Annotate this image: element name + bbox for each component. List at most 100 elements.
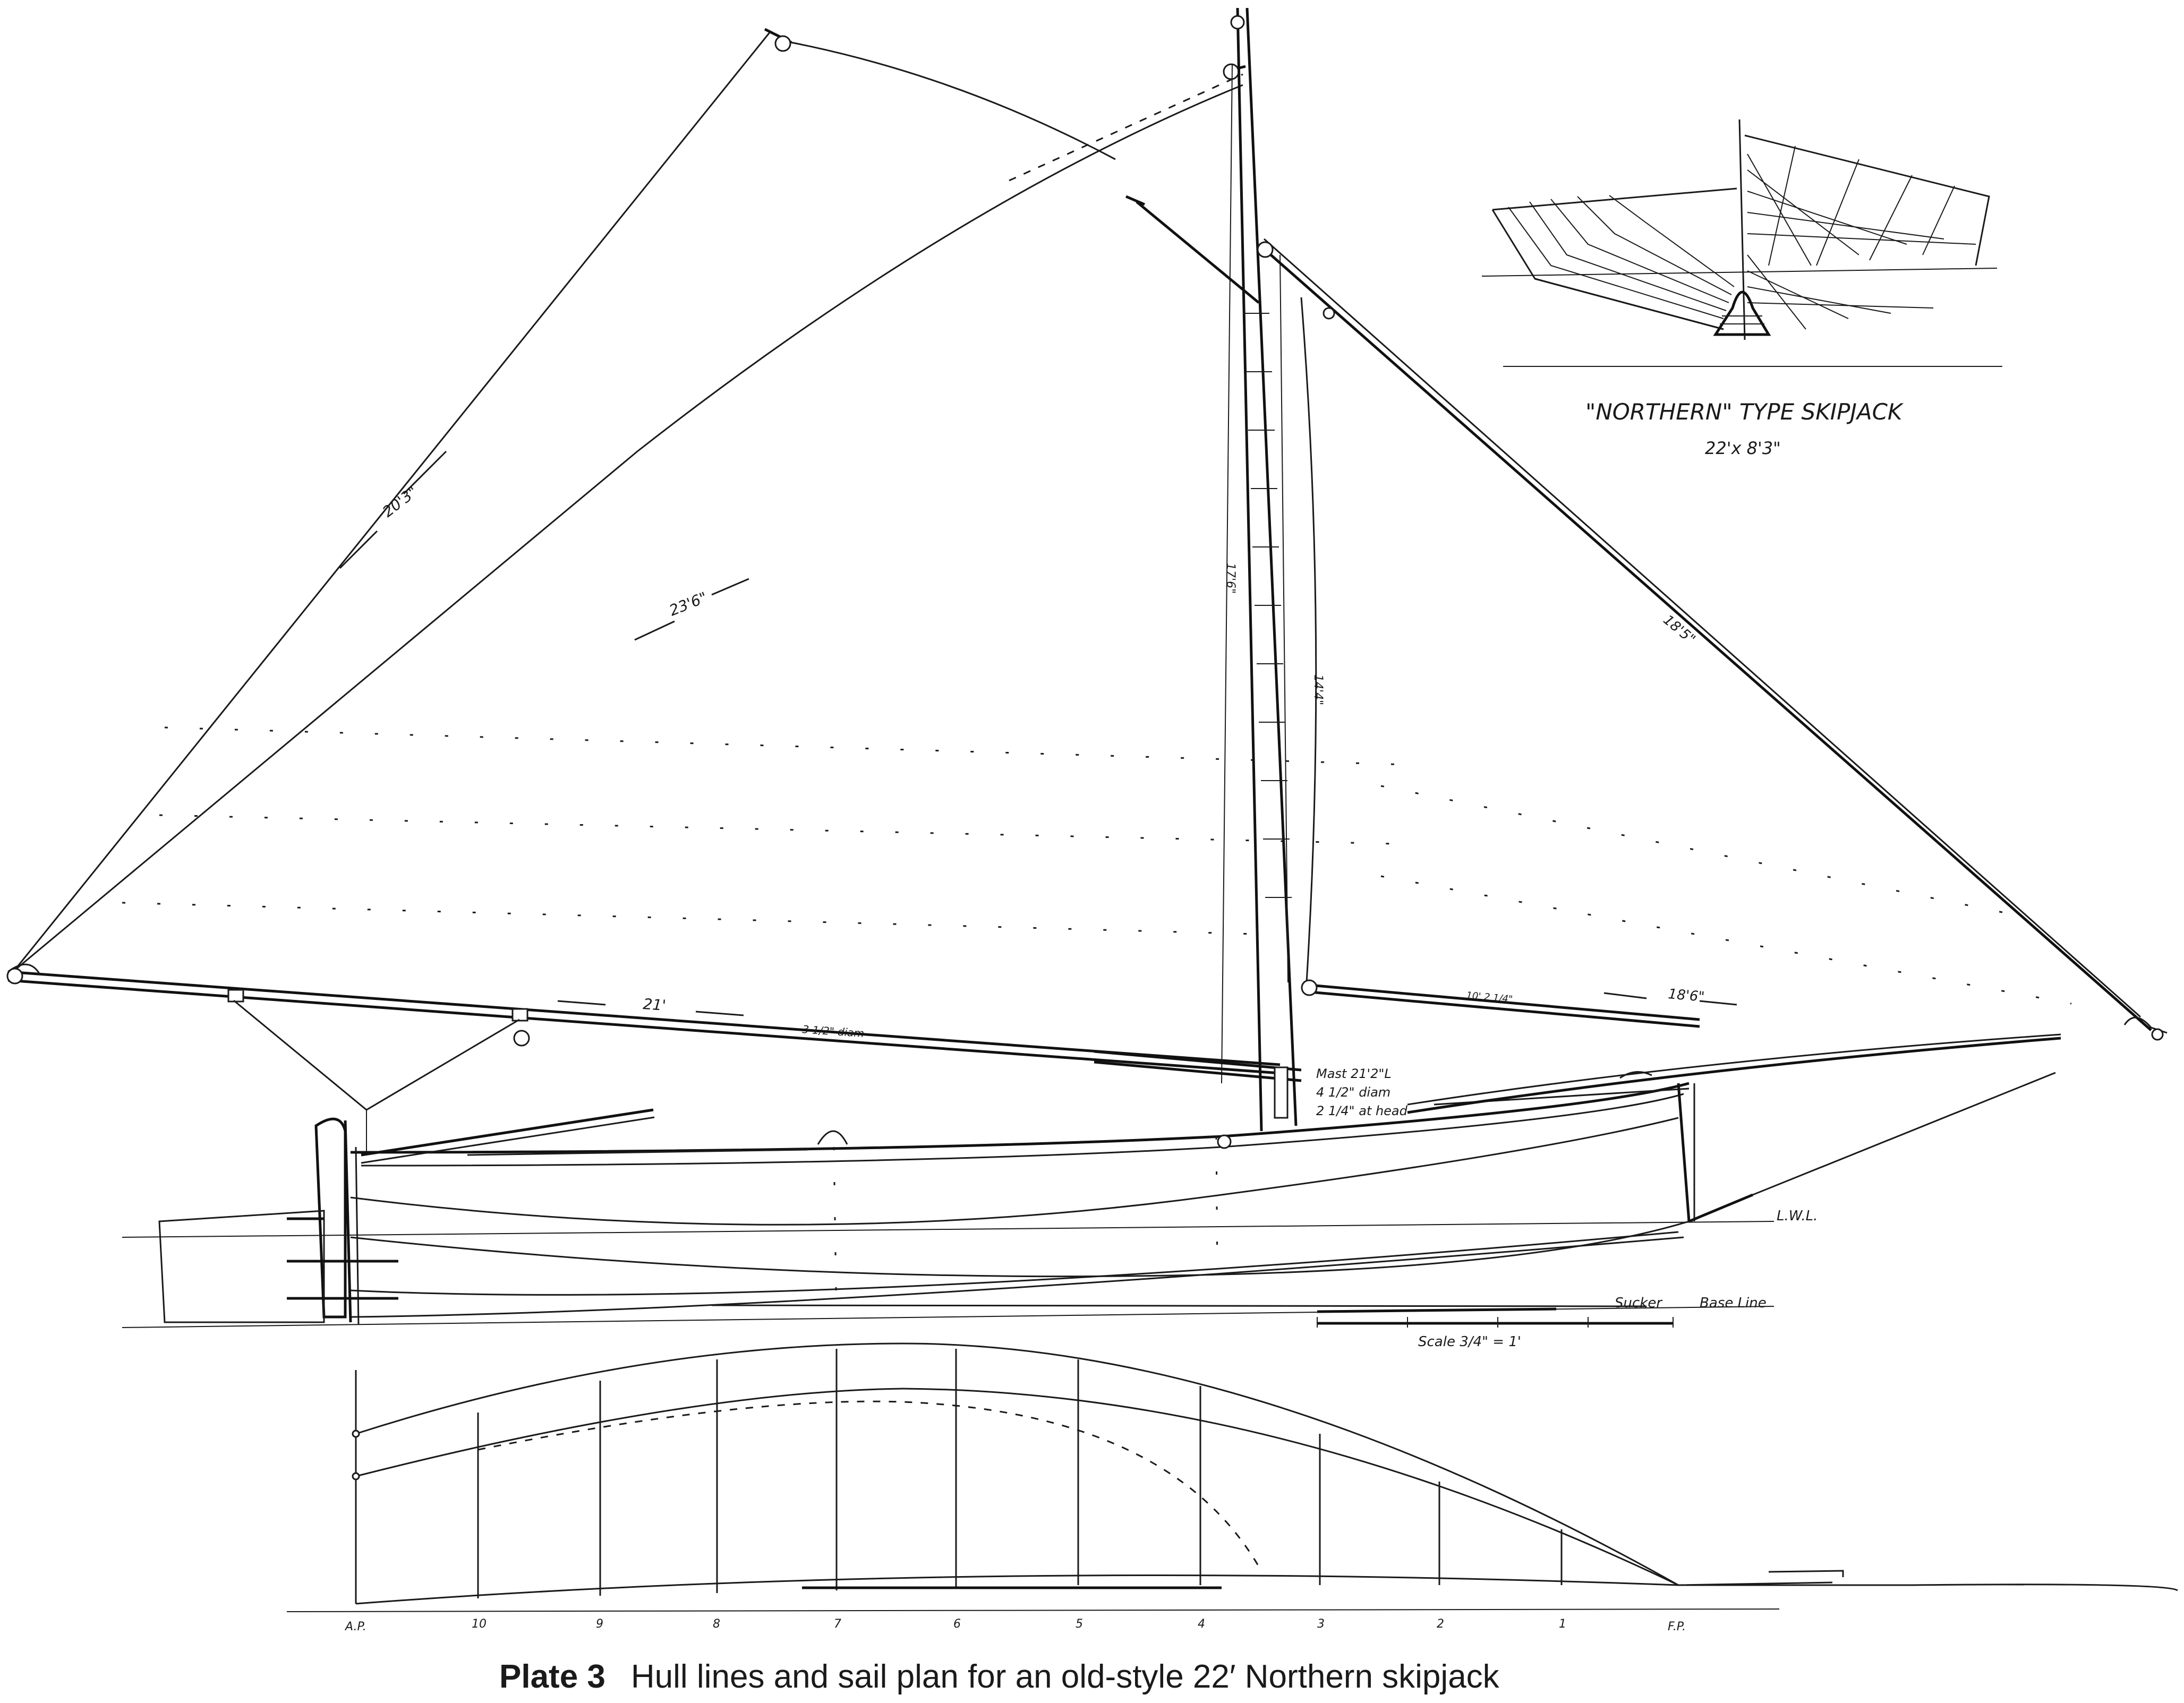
jib-leech [1300,297,1317,983]
hull-profile: L.W.L. Base Line Sucker Scale 3/4" = 1' [122,1033,2061,1350]
scale-bar-ticks [1317,1317,1674,1328]
bowsprit-b [1407,1033,2061,1106]
station-8: 8 [713,1618,720,1631]
mast-hoops [1243,313,1292,898]
main-boom-lower [7,979,1281,1075]
rail-line [361,1093,1684,1167]
station-7: 7 [834,1618,841,1631]
label-main-leech: 20'3" [379,483,421,521]
label-scale: Scale 3/4" = 1' [1418,1334,1521,1350]
lazyjacks [1221,63,1233,1084]
label-lwl: L.W.L. [1777,1208,1818,1224]
figure-caption: Plate 3 Hull lines and sail plan for an o… [499,1658,1499,1696]
cabin-top [467,1149,808,1156]
hb-sheer [355,1342,1679,1586]
mainsail-head-dash [1009,73,1243,182]
jib-halyard-strut-b [1125,195,1145,206]
mainsail-diagonal [15,84,1243,970]
boom-cleat-1 [227,989,244,1003]
boom-block [513,1030,530,1047]
base-bar [1317,1307,1557,1313]
label-jib-foot: 18'6" [1667,986,1705,1005]
label-main-diag: 23'6" [667,588,710,619]
sail-plan: 20'3" 23'6" 21' 3 1/2" diam 17'6" 14'4" … [6,7,2168,1152]
sheer-line [350,1082,1690,1154]
caption-text: Hull lines and sail plan for an old-styl… [630,1658,1499,1695]
transom-b [355,1146,360,1325]
jib-reef-1 [1380,785,2008,914]
station-5: 5 [1076,1618,1083,1631]
bowsprit-cleat [1619,1071,1652,1079]
half-breadth-plan [286,1342,2178,1612]
tick-leech-1 [403,450,447,495]
hb-bow-fin [1678,1570,2178,1591]
mast-aft [1236,7,1263,1132]
lwl-line [122,1221,1774,1238]
tick-diag-1 [711,578,749,596]
boom-end [6,968,23,985]
label-base-line: Base Line [1700,1295,1767,1311]
inset-title: "NORTHERN" TYPE SKIPJACK [1585,399,1904,425]
boom-end-arc [7,963,41,975]
inset-keel-lines [1720,315,1764,324]
profile-centerline-a [833,1146,838,1323]
station-labels: A.P. 10 9 8 7 6 5 4 3 2 1 F.P. [344,1618,1686,1633]
station-10: 10 [472,1618,487,1631]
label-mast-head: 2 1/4" at head [1316,1103,1408,1118]
inset-dimensions: 22'x 8'3" [1705,438,1781,458]
jib-leech-block [1323,307,1335,320]
mast-partner-b [1094,1060,1302,1082]
station-3: 3 [1317,1618,1325,1631]
gaff-jaw [1223,63,1240,80]
rudder-pintles [287,1217,398,1300]
jib-clew [1301,979,1318,996]
label-mast-hoist: 17'6" [1224,563,1237,594]
hb-stations [477,1349,1563,1598]
hb-chine [355,1388,1679,1586]
hb-centerline [355,1574,1833,1605]
stem [1677,1083,1691,1222]
inset-fwd-radials [1768,146,1955,266]
tick-boom-1 [557,1000,606,1006]
mast-step [1274,1066,1289,1119]
deck-block [1217,1134,1232,1149]
hb-pt-2 [352,1472,360,1481]
masthead-block [1230,15,1245,30]
tick-leech-2 [339,530,378,569]
jib-tick-1 [1603,992,1647,999]
bobstay [1688,1193,1753,1223]
label-jib-boom: 10' 2 1/4" [1466,990,1513,1005]
hatch [817,1130,848,1145]
inset-fwd-outer [1744,134,1990,266]
mainsail-head [786,40,1116,160]
label-mast-length: Mast 21'2"L [1316,1066,1392,1081]
label-jib-leech: 14'4" [1311,674,1325,705]
jib-boom-b [1309,990,1700,1028]
label-main-boom: 21' [643,995,667,1014]
station-1: 1 [1559,1618,1566,1631]
inset-aft-bottom [1534,278,1724,330]
jib-luff [1258,243,2152,1031]
hb-bottom [477,1400,1260,1567]
jib-halyard-strut [1136,201,1260,304]
label-mast-diam: 4 1/2" diam [1316,1085,1390,1100]
reef-row-1 [164,726,1408,766]
jib-luff-b [1264,238,2141,1018]
boom-cleat-2 [511,1008,528,1022]
main-boom [7,970,1281,1066]
tiller [361,1108,654,1157]
gaff-peak-block [774,35,791,52]
jib-boom [1309,983,1700,1021]
keel [350,1231,1679,1296]
hb-base [286,1608,1780,1612]
hb-pt-1 [352,1430,360,1438]
inset-centerline [1738,119,1746,340]
reef-row-3 [122,902,1275,936]
inset-body-plan: "NORTHERN" TYPE SKIPJACK 22'x 8'3" [1481,119,2002,458]
inset-aft-rails [1508,195,1735,319]
profile-centerline-b [1215,1136,1218,1275]
bowsprit-tip-block [2151,1028,2164,1041]
bobstay-2 [1752,1072,2056,1196]
plate-number: Plate 3 [499,1658,605,1695]
